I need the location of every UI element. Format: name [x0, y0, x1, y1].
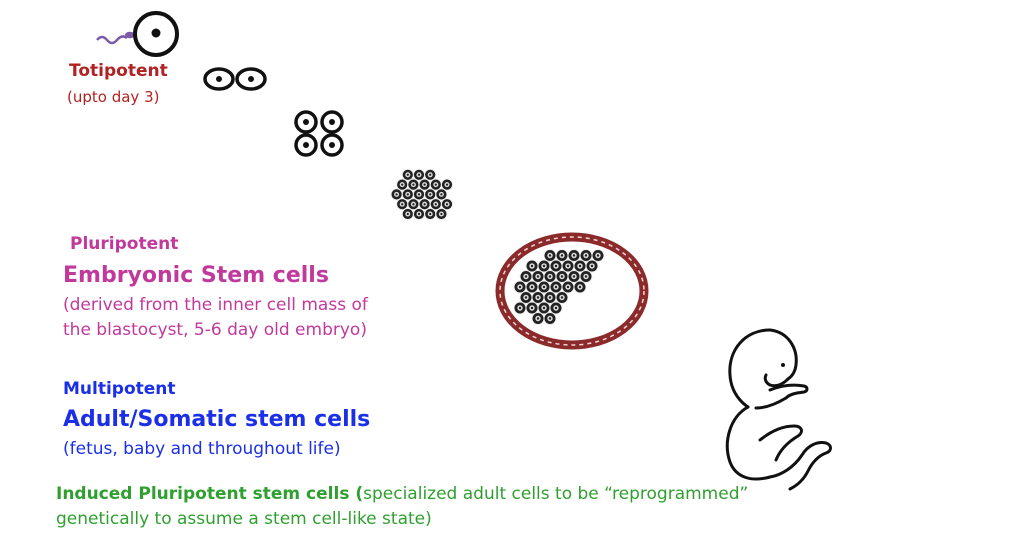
totipotent-note: (upto day 3): [67, 88, 160, 106]
pluripotent-note-line1: (derived from the inner cell mass of: [63, 295, 368, 315]
pluripotent-note-line2: the blastocyst, 5-6 day old embryo): [63, 320, 367, 340]
morula-icon: [390, 168, 454, 221]
pluripotent-subtitle: Embryonic Stem cells: [63, 263, 329, 288]
sperm-icon: [96, 31, 135, 45]
induced-line1: Induced Pluripotent stem cells (speciali…: [56, 484, 749, 505]
multipotent-subtitle: Adult/Somatic stem cells: [63, 407, 371, 432]
blastocyst-icon: [495, 232, 649, 350]
induced-line2: genetically to assume a stem cell-like s…: [56, 509, 432, 529]
two-cell-icon: [203, 67, 267, 91]
multipotent-note: (fetus, baby and throughout life): [63, 439, 341, 459]
pluripotent-title: Pluripotent: [70, 234, 179, 254]
totipotent-title: Totipotent: [69, 61, 168, 81]
zygote-icon: [133, 11, 179, 57]
fetus-icon: [725, 328, 832, 491]
multipotent-title: Multipotent: [63, 379, 176, 399]
induced-rest: specialized adult cells to be “reprogram…: [363, 484, 749, 504]
four-cell-icon: [294, 110, 344, 157]
induced-bold: Induced Pluripotent stem cells (: [56, 484, 364, 504]
